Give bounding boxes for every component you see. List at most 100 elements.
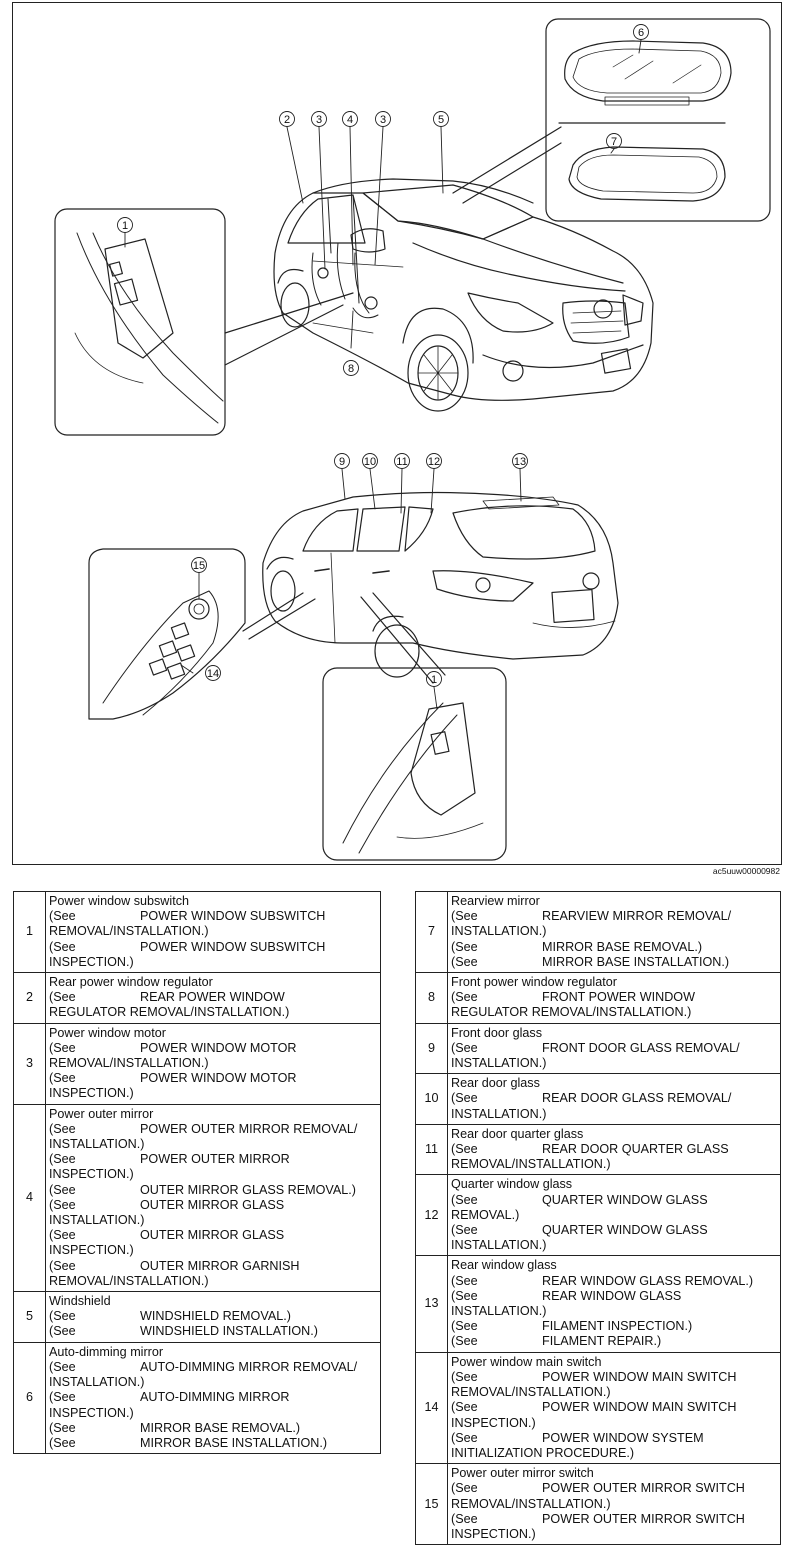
reference-target: POWER OUTER MIRROR SWITCH: [542, 1481, 745, 1496]
item-title: Power window main switch: [451, 1354, 602, 1369]
reference-line: (See REAR DOOR GLASS REMOVAL/: [451, 1091, 780, 1106]
reference-prefix: (See: [451, 1091, 478, 1106]
reference-line: REGULATOR REMOVAL/INSTALLATION.): [49, 1005, 380, 1020]
reference-line: INSPECTION.): [451, 1527, 780, 1542]
reference-prefix: (See: [49, 1040, 76, 1055]
reference-prefix: (See: [49, 1197, 76, 1212]
reference-prefix: (See: [451, 990, 478, 1005]
reference-line: INSTALLATION.): [49, 1375, 380, 1390]
reference-prefix: (See: [49, 939, 76, 954]
reference-prefix: (See: [49, 1324, 76, 1339]
reference-prefix: (See: [49, 909, 76, 924]
item-title: Power outer mirror switch: [451, 1466, 594, 1481]
callout-12: 12: [428, 456, 440, 468]
reference-prefix: (See: [451, 939, 478, 954]
inset-mirrors: [452, 18, 771, 222]
item-title: Rear door glass: [451, 1076, 540, 1091]
reference-target: POWER WINDOW SUBSWITCH: [140, 939, 326, 954]
reference-prefix: INSTALLATION.): [49, 1137, 145, 1152]
reference-prefix: INSTALLATION.): [451, 1238, 547, 1253]
callout-11: 11: [396, 456, 407, 468]
reference-line: REMOVAL/INSTALLATION.): [451, 1497, 780, 1512]
reference-prefix: (See: [49, 1121, 76, 1136]
reference-prefix: (See: [451, 1040, 478, 1055]
reference-prefix: (See: [451, 1400, 478, 1415]
reference-target: REAR POWER WINDOW: [140, 990, 285, 1005]
reference-target: FILAMENT INSPECTION.): [542, 1319, 693, 1334]
reference-line: INSTALLATION.): [49, 1213, 380, 1228]
callout-9: 9: [339, 456, 345, 468]
reference-prefix: REGULATOR REMOVAL/INSTALLATION.): [451, 1005, 692, 1020]
reference-prefix: INSPECTION.): [451, 1415, 536, 1430]
reference-prefix: (See: [451, 954, 478, 969]
reference-prefix: (See: [49, 1152, 76, 1167]
reference-prefix: INSTALLATION.): [451, 924, 547, 939]
item-title: Rear door quarter glass: [451, 1126, 584, 1141]
item-number: 7: [415, 890, 448, 974]
reference-prefix: REMOVAL/INSTALLATION.): [49, 1273, 209, 1288]
reference-prefix: REMOVAL/INSTALLATION.): [451, 1157, 611, 1172]
item-title: Rear power window regulator: [49, 975, 213, 990]
reference-target: OUTER MIRROR GLASS REMOVAL.): [140, 1182, 356, 1197]
reference-line: REMOVAL/INSTALLATION.): [49, 1274, 380, 1289]
reference-line: INSTALLATION.): [451, 924, 780, 939]
reference-prefix: (See: [49, 1420, 76, 1435]
reference-line: INSPECTION.): [49, 1086, 380, 1101]
reference-prefix: (See: [451, 1192, 478, 1207]
reference-line: INSPECTION.): [49, 955, 380, 970]
callout-3-b: 3: [380, 114, 386, 126]
reference-line: REMOVAL/INSTALLATION.): [451, 1157, 780, 1172]
reference-prefix: INSTALLATION.): [49, 1375, 145, 1390]
reference-target: FRONT POWER WINDOW: [542, 990, 695, 1005]
vehicle-illustration: 1 2 3 4 3 5 6 7 8 9 10 11 12 13 15 14 1: [54, 18, 771, 861]
reference-prefix: REMOVAL/INSTALLATION.): [451, 1385, 611, 1400]
reference-line: REGULATOR REMOVAL/INSTALLATION.): [451, 1005, 780, 1020]
reference-prefix: (See: [451, 1142, 478, 1157]
reference-target: QUARTER WINDOW GLASS: [542, 1223, 708, 1238]
item-title: Auto-dimming mirror: [49, 1344, 164, 1359]
reference-prefix: (See: [451, 1273, 478, 1288]
callout-numbers: 1 2 3 4 3 5 6 7 8 9 10 11 12 13 15 14 1: [122, 27, 644, 686]
reference-prefix: INSPECTION.): [49, 1243, 134, 1258]
reference-line: REMOVAL.): [451, 1208, 780, 1223]
reference-target: POWER WINDOW MAIN SWITCH: [542, 1369, 737, 1384]
inset-main-switch: [88, 548, 246, 720]
item-number: 4: [13, 1103, 46, 1293]
reference-prefix: (See: [49, 1435, 76, 1450]
reference-target: REAR DOOR GLASS REMOVAL/: [542, 1091, 732, 1106]
item-number: 11: [415, 1123, 448, 1176]
callout-1-rear: 1: [431, 674, 437, 686]
item-number: 1: [13, 890, 46, 974]
figure-code: ac5uuw00000982: [712, 866, 780, 876]
reference-target: QUARTER WINDOW GLASS: [542, 1192, 708, 1207]
front-car-drawing: [273, 178, 654, 412]
reference-line: INSTALLATION.): [451, 1056, 780, 1071]
item-title: Rearview mirror: [451, 894, 540, 908]
